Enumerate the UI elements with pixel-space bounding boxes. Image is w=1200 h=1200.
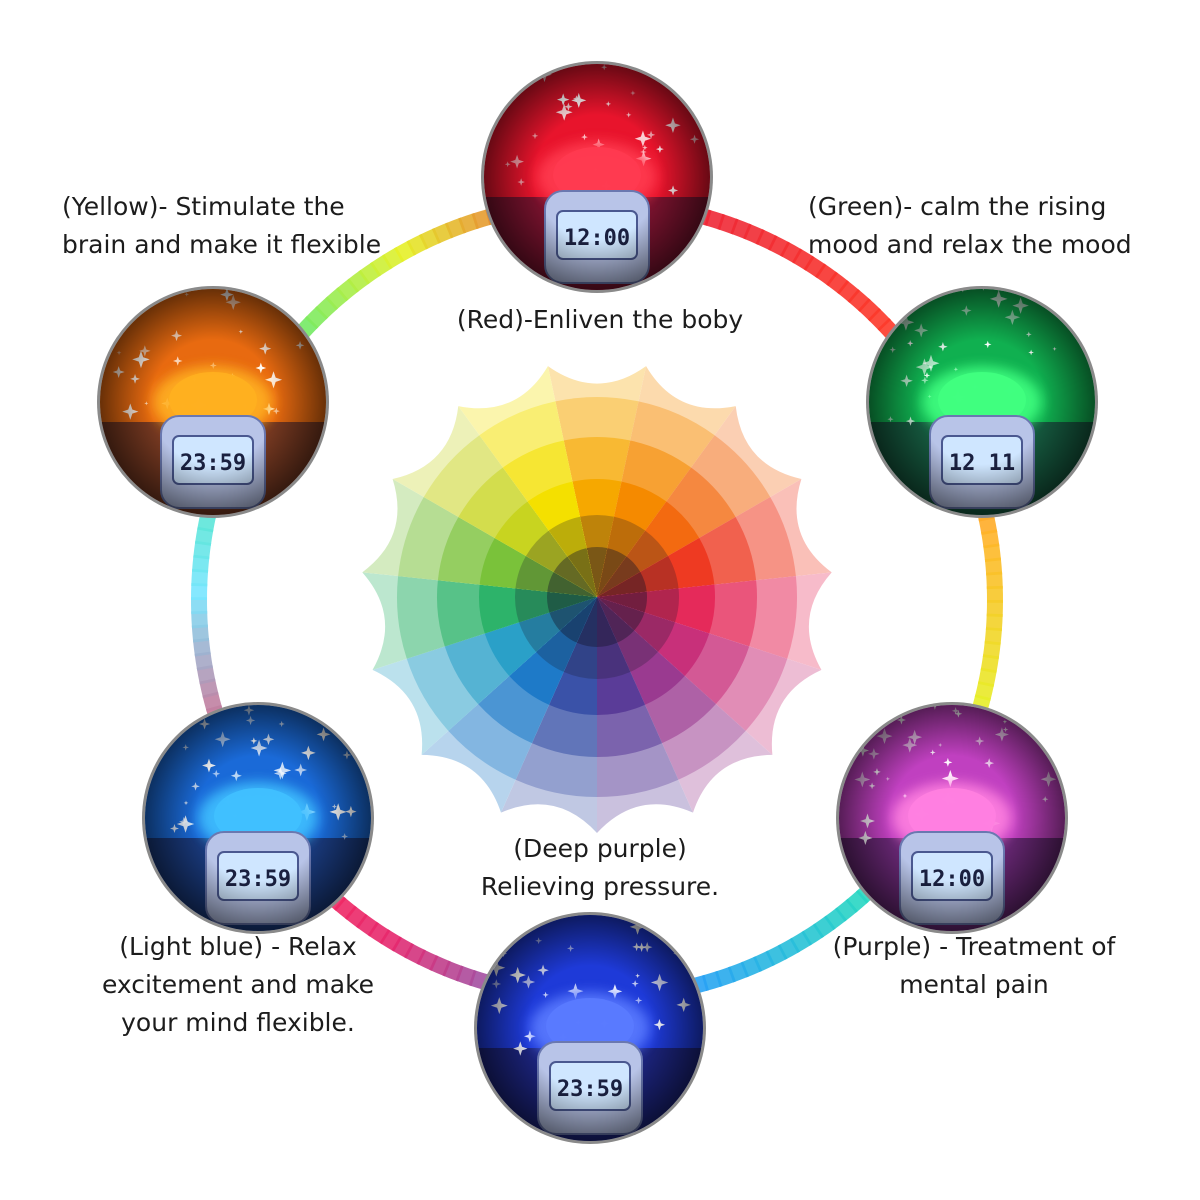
wheel-segment (547, 572, 597, 597)
device-photos: 12:00 23:59 12 11 23:59 23:59 12:00 (97, 56, 1098, 1144)
wheel-segment (549, 597, 597, 631)
wheel-segment (576, 597, 597, 647)
star-sparkle (625, 56, 632, 63)
star-sparkle (288, 289, 301, 293)
wheel-segment (597, 572, 647, 597)
device-circle-deep-purple: 23:59 (474, 912, 706, 1144)
star-sparkle (112, 289, 126, 291)
star-sparkle (1042, 705, 1057, 710)
star-sparkle (683, 64, 700, 68)
wheel-segment (597, 597, 618, 647)
wheel-segment (597, 597, 645, 631)
device-circle-green: 12 11 (866, 286, 1098, 518)
device-circle-yellow: 23:59 (97, 286, 329, 518)
wheel-segment (559, 597, 597, 643)
wheel-segment (586, 546, 608, 597)
wheel-segment (597, 591, 647, 613)
device-circle-red: 12:00 (481, 56, 713, 293)
star-sparkle (905, 289, 915, 292)
color-wheel (362, 366, 832, 833)
star-sparkle (497, 915, 504, 917)
wheel-segment (597, 556, 641, 597)
star-sparkle (512, 75, 518, 82)
wheel-segment (597, 597, 635, 643)
star-sparkle (506, 915, 515, 919)
label-deep-purple: (Deep purple)Relieving pressure. (480, 834, 720, 901)
wheel-segment (547, 591, 597, 613)
wheel-segment (553, 556, 597, 597)
star-sparkle (493, 930, 499, 936)
star-sparkle (309, 694, 318, 703)
star-sparkle (673, 64, 688, 67)
device-circle-purple: 12:00 (836, 702, 1068, 934)
label-red: (Red)-Enliven the boby (456, 305, 744, 334)
wheel-segment (597, 548, 627, 597)
device-circle-light-blue: 23:59 (142, 694, 374, 934)
star-sparkle (675, 70, 690, 85)
star-sparkle (182, 705, 195, 715)
wheel-segment (567, 548, 597, 597)
star-sparkle (876, 705, 887, 714)
star-sparkle (508, 64, 526, 79)
